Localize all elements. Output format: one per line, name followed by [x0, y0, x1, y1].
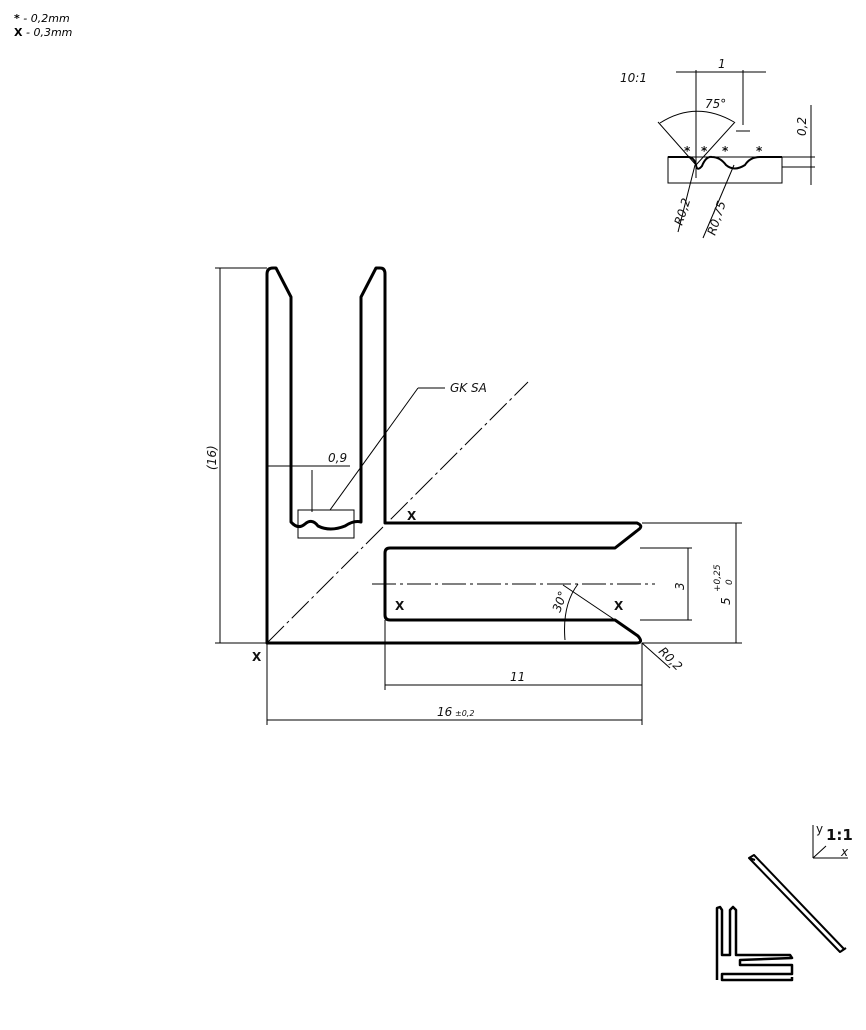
mark-x: X	[252, 650, 262, 664]
detail-scale: 10:1	[620, 71, 647, 85]
legend-value: - 0,2mm	[23, 12, 70, 25]
detail-block	[667, 156, 783, 184]
mark-x: X	[395, 599, 405, 613]
legend-symbol: X	[14, 26, 23, 39]
mark-x: X	[407, 509, 417, 523]
main-view: GK SA (16) 0,9 3 5 +0,25 0 30° R0,2 11 1…	[205, 266, 742, 725]
thumbnail-strip	[748, 854, 847, 953]
legend-value: - 0,3mm	[25, 26, 73, 39]
gk-label: GK SA	[450, 381, 487, 395]
detail-width-label: 1	[718, 57, 726, 71]
mark-star: *	[701, 144, 708, 158]
mark-star: *	[684, 144, 691, 158]
mark-star: *	[722, 144, 729, 158]
total-tolerance: ±0,2	[455, 709, 474, 718]
legend-symbol: *	[14, 12, 20, 25]
thumbnail-view: y 1:1 x	[715, 822, 853, 982]
slot-label: 3	[673, 582, 687, 590]
thumbnail-scale: 1:1	[826, 826, 853, 844]
diagonal-centerline	[266, 381, 529, 644]
axis-x-label: x	[840, 845, 849, 859]
detail-marker	[297, 509, 355, 539]
detail-angle-label: 75°	[705, 97, 726, 111]
angle-label: 30°	[550, 589, 570, 614]
detail-profile	[668, 155, 782, 170]
wall-label: 0,9	[328, 451, 347, 465]
axis-y-label: y	[816, 822, 823, 836]
mark-star: *	[756, 144, 763, 158]
arm-tol-lower: 0	[725, 579, 735, 585]
detail-depth-label: 0,2	[795, 117, 809, 136]
detail-radius-large: R0,75	[705, 199, 729, 237]
total-length-label: 16	[437, 705, 453, 719]
arm-tol-upper: +0,25	[713, 564, 723, 592]
inner-length-label: 11	[510, 670, 525, 684]
mark-x: X	[614, 599, 624, 613]
legend: * - 0,2mm X - 0,3mm	[14, 12, 72, 40]
thumbnail-profile	[715, 905, 794, 982]
detail-view: 10:1 1 75° 0,2 R0,2 R0,75 * * * *	[620, 57, 815, 239]
detail-radius-small: R0,2	[672, 197, 694, 227]
arm-label: 5	[719, 597, 733, 605]
height-label: (16)	[205, 445, 219, 470]
